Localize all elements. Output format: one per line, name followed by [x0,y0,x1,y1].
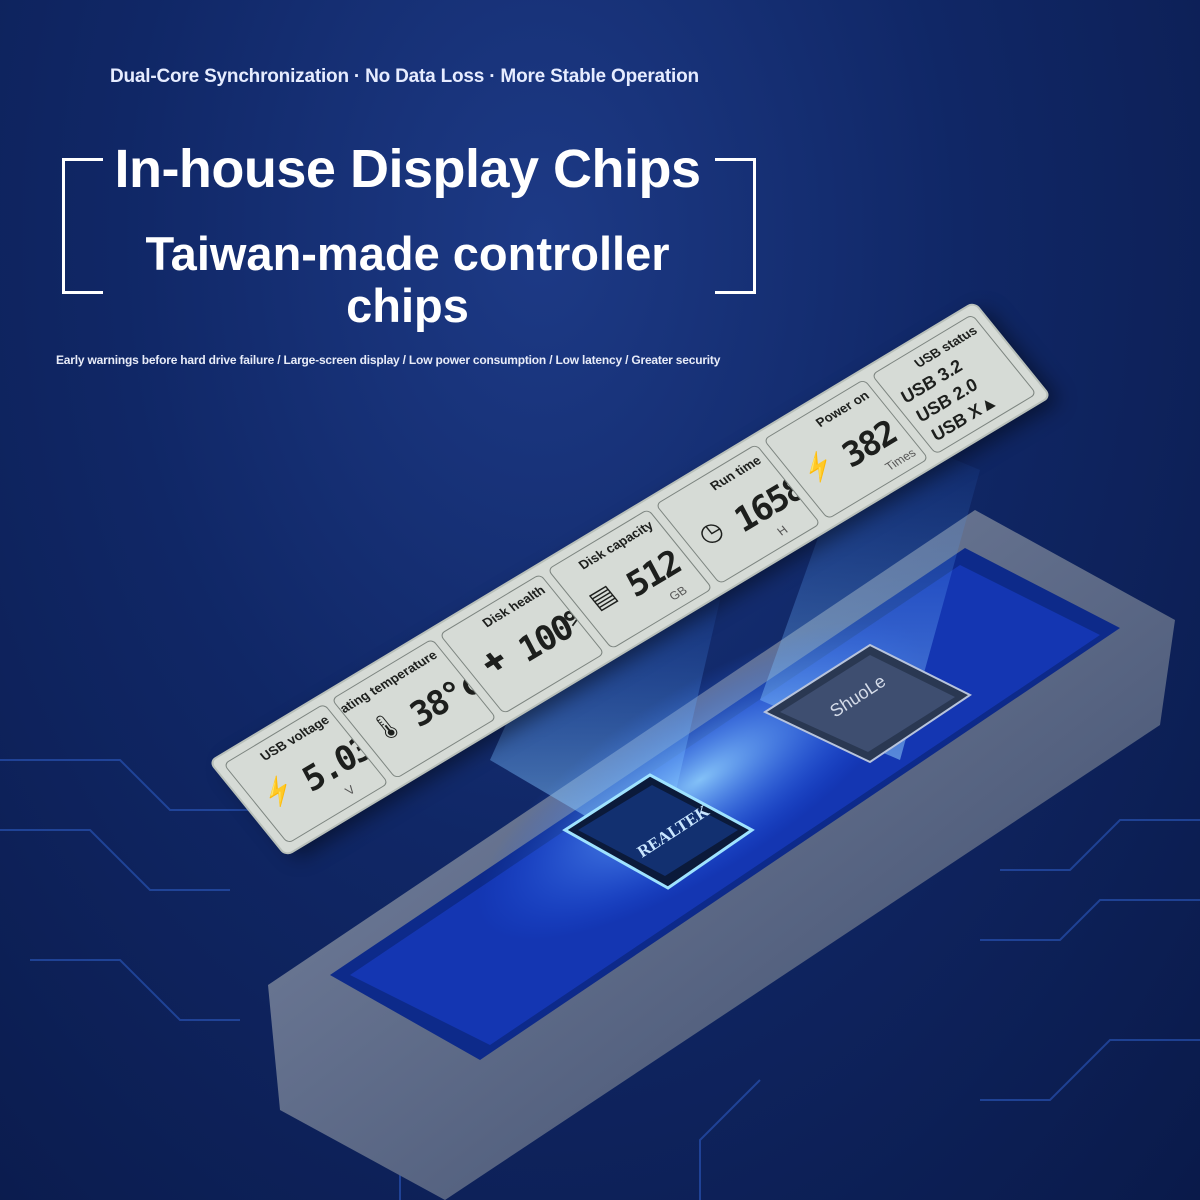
features-line: Early warnings before hard drive failure… [56,353,721,367]
clock-icon: ◷ [691,514,730,550]
panel-unit: H [774,522,791,539]
panel-label: Run time [706,452,765,494]
subheadline: Taiwan-made controller chips [145,227,670,332]
usb-voltage-icon: ⚡ [254,771,302,812]
thermometer-icon: 🌡 [362,706,411,747]
health-cross-icon: ✚ [475,644,514,680]
enclosure [268,510,1175,1200]
left-bracket [62,158,103,294]
realtek-chip: REALTEK [562,773,755,890]
headline: In-house Display Chips [114,139,701,199]
power-plug-icon: ⚡ [794,446,842,488]
right-bracket [715,158,756,294]
hard-drive-icon: ▤ [582,578,623,615]
tagline: Dual-Core Synchronization · No Data Loss… [110,66,699,87]
panel-unit: V [342,782,358,798]
shuole-chip: ShuoLe [762,643,972,764]
usb-status-rows: USB 3.2 USB 2.0 USB X▲ [895,352,1003,446]
